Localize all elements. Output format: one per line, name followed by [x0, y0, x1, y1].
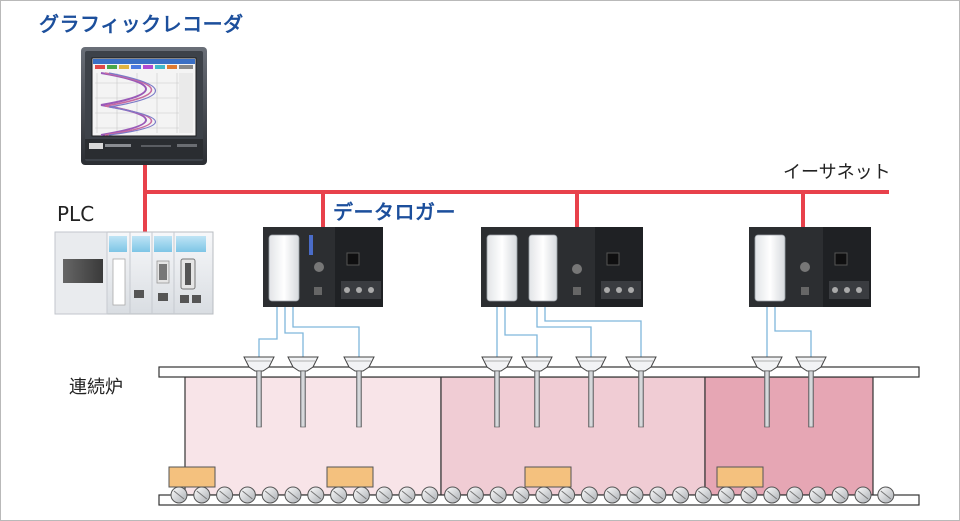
thermocouple-sensor-icon — [751, 356, 783, 428]
conveyor-roller-icon — [786, 486, 804, 504]
ethernet-drop-logger-1 — [321, 192, 325, 228]
conveyor-roller-icon — [717, 486, 735, 504]
thermocouple-sensor-icon — [343, 356, 375, 428]
conveyor-roller-icon — [261, 486, 279, 504]
conveyor-roller-icon — [740, 486, 758, 504]
thermocouple-sensor-icon — [795, 356, 827, 428]
workpiece — [168, 466, 216, 488]
conveyor-roller-icon — [512, 486, 530, 504]
workpiece — [716, 466, 764, 488]
workpieces — [168, 466, 764, 488]
conveyor-rollers — [170, 486, 895, 504]
conveyor-roller-icon — [854, 486, 872, 504]
thermocouple-sensor-icon — [243, 356, 275, 428]
conveyor-roller-icon — [398, 486, 416, 504]
ethernet-backbone — [143, 190, 889, 194]
data-logger-icon — [481, 227, 643, 307]
ethernet-network — [143, 165, 889, 232]
conveyor-roller-icon — [170, 486, 188, 504]
conveyor-roller-icon — [672, 486, 690, 504]
conveyor-roller-icon — [444, 486, 462, 504]
thermocouple-sensor-icon — [575, 356, 607, 428]
data-logger-label: データロガー — [333, 200, 456, 224]
conveyor-roller-icon — [763, 486, 781, 504]
ethernet-drop-recorder — [143, 165, 147, 192]
plc-label: PLC — [57, 202, 95, 226]
conveyor-roller-icon — [375, 486, 393, 504]
ethernet-drop-plc — [143, 192, 147, 232]
conveyor-roller-icon — [216, 486, 234, 504]
conveyor-roller-icon — [307, 486, 325, 504]
thermocouple-sensors — [243, 356, 827, 428]
data-logger-icon — [749, 227, 871, 307]
conveyor-roller-icon — [603, 486, 621, 504]
thermocouple-sensor-icon — [521, 356, 553, 428]
conveyor-roller-icon — [580, 486, 598, 504]
data-logger-icon — [263, 227, 383, 307]
conveyor-roller-icon — [466, 486, 484, 504]
furnace-zone-2 — [440, 376, 706, 496]
sensor-wiring — [258, 307, 812, 357]
furnace-zone-1 — [184, 376, 442, 496]
conveyor-roller-icon — [558, 486, 576, 504]
conveyor-roller-icon — [649, 486, 667, 504]
ethernet-label: イーサネット — [783, 162, 891, 183]
continuous-furnace-label: 連続炉 — [69, 377, 123, 398]
conveyor-roller-icon — [877, 486, 895, 504]
thermocouple-sensor-icon — [625, 356, 657, 428]
graphic-recorder-icon — [81, 47, 207, 165]
conveyor-roller-icon — [238, 486, 256, 504]
conveyor-roller-icon — [831, 486, 849, 504]
conveyor-roller-icon — [193, 486, 211, 504]
workpiece — [524, 466, 572, 488]
ethernet-drop-logger-2 — [575, 192, 579, 228]
conveyor-roller-icon — [284, 486, 302, 504]
conveyor-roller-icon — [535, 486, 553, 504]
conveyor-roller-icon — [489, 486, 507, 504]
workpiece — [326, 466, 374, 488]
conveyor-roller-icon — [352, 486, 370, 504]
thermocouple-sensor-icon — [481, 356, 513, 428]
graphic-recorder-label: グラフィックレコーダ — [39, 12, 244, 36]
plc-icon — [54, 231, 214, 315]
ethernet-drop-logger-3 — [801, 192, 805, 228]
conveyor-roller-icon — [626, 486, 644, 504]
conveyor-roller-icon — [808, 486, 826, 504]
conveyor-roller-icon — [330, 486, 348, 504]
thermocouple-sensor-icon — [287, 356, 319, 428]
conveyor-roller-icon — [694, 486, 712, 504]
conveyor-roller-icon — [421, 486, 439, 504]
